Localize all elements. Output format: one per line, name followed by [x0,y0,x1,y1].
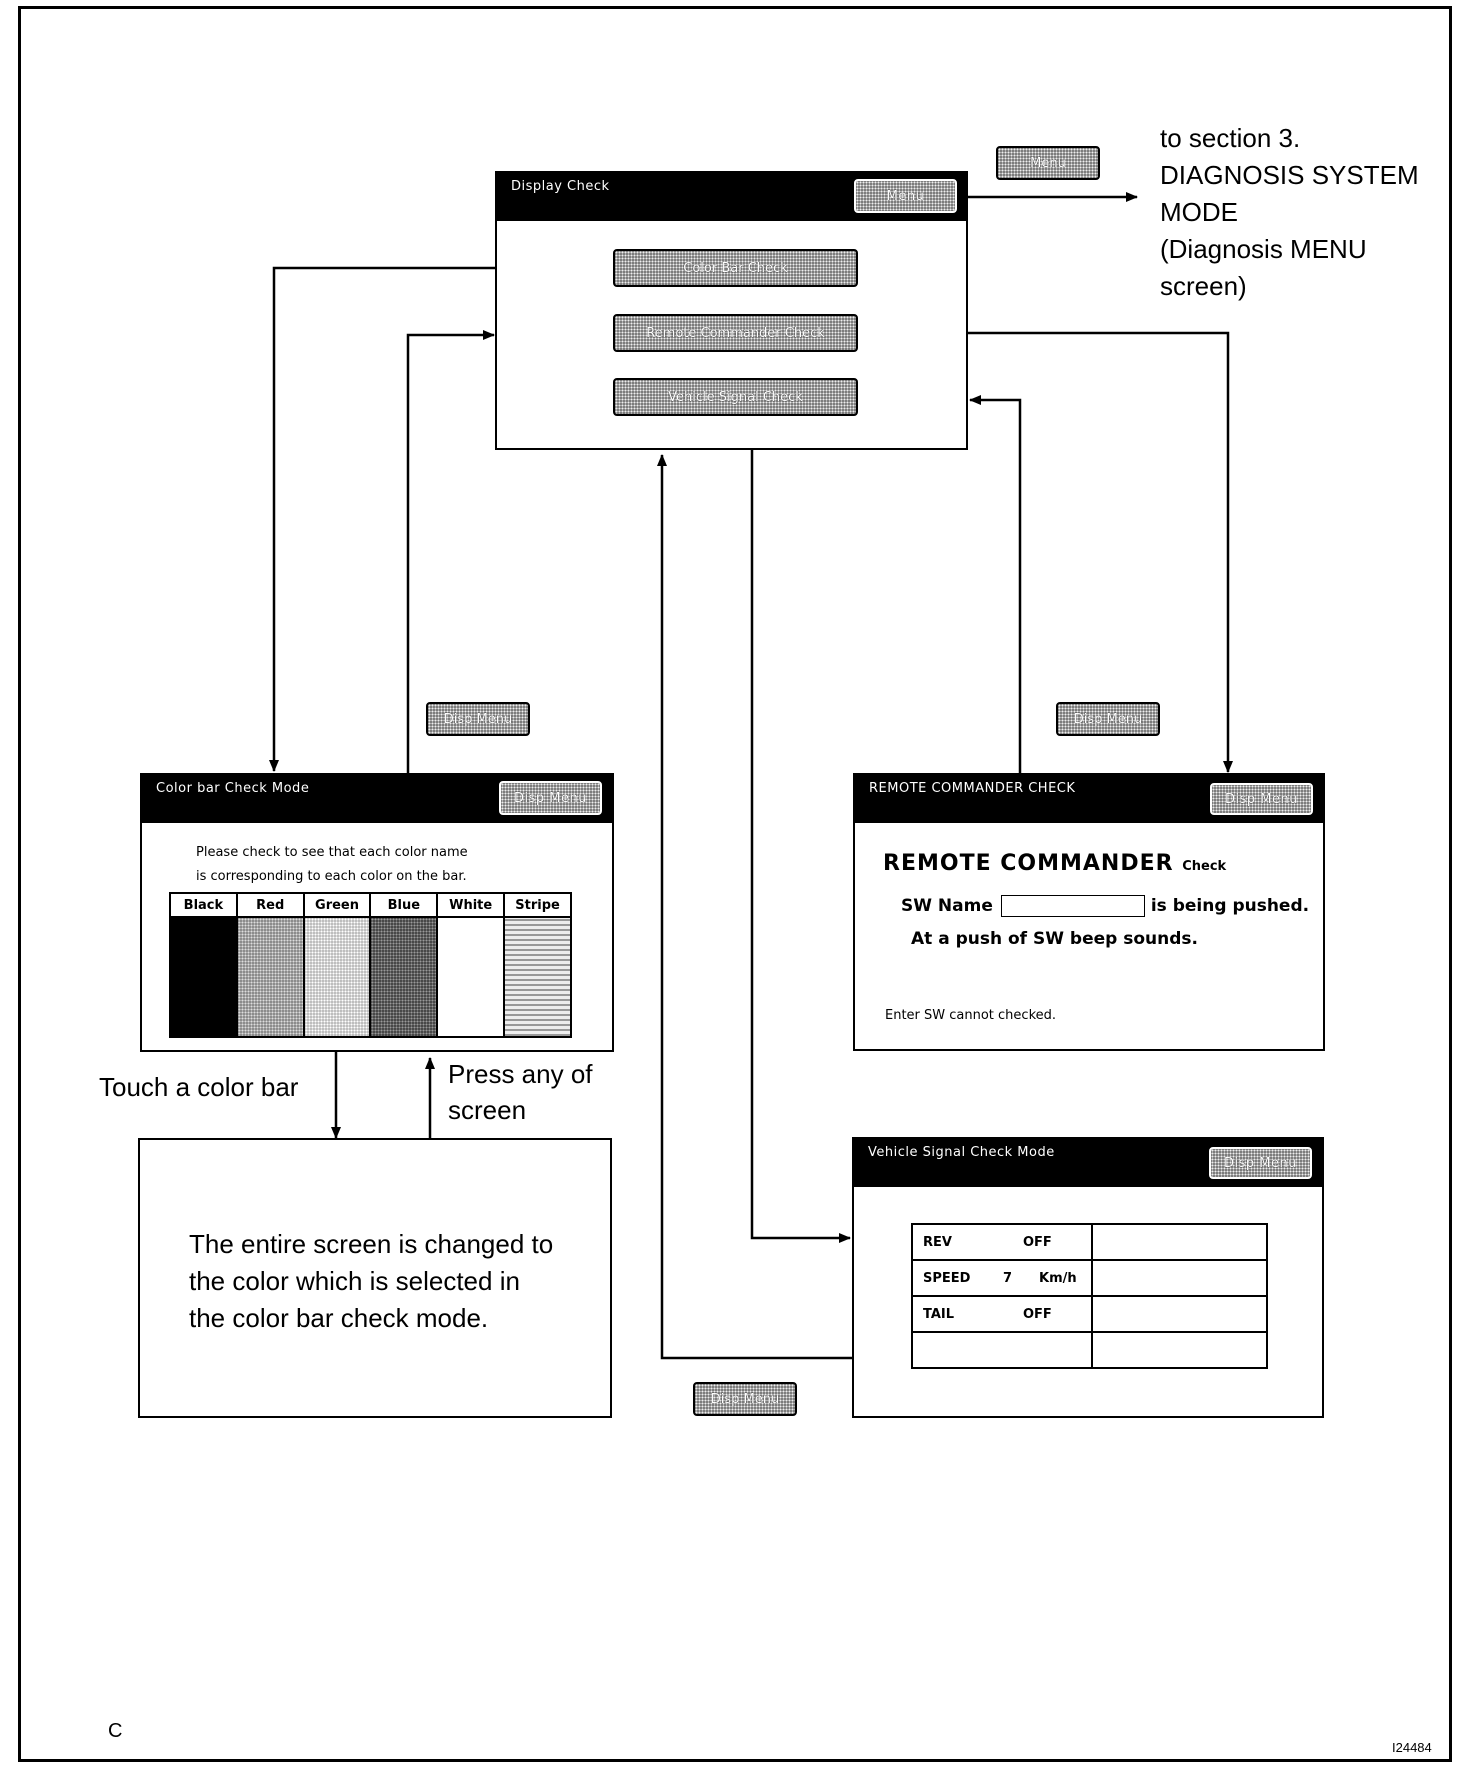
signal-blank-cell [1091,1259,1268,1297]
col-blue-label: Blue [369,892,439,918]
color-swatch-red[interactable] [235,916,305,1038]
remote-titlebar: REMOTE COMMANDER CHECK Disp Menu [855,775,1323,823]
arrow-to-remote [856,331,1233,773]
section-note-line: MODE [1160,197,1238,227]
display-check-title: Display Check [511,179,610,194]
signal-label: SPEED [923,1270,971,1286]
full-color-screen[interactable]: The entire screen is changed to the colo… [138,1138,612,1418]
color-bar-table: Black Red Green Blue White Stripe [169,892,572,1038]
signal-unit: Km/h [1039,1270,1077,1286]
beep-line: At a push of SW beep sounds. [911,929,1198,949]
press-any-label: Press any of screen [448,1056,593,1128]
full-color-description: The entire screen is changed to the colo… [189,1226,553,1337]
menu-button[interactable]: Menu [854,179,957,213]
description-line: the color which is selected in [189,1266,520,1296]
disp-menu-button-remote[interactable]: Disp Menu [1056,702,1160,736]
description-line: the color bar check mode. [189,1303,489,1333]
color-bar-title: Color bar Check Mode [156,781,310,796]
signal-label: REV [923,1234,952,1250]
color-swatch-black[interactable] [169,916,238,1038]
table-row: REV OFF [911,1223,1268,1261]
arrow-to-vehicle [750,416,851,1243]
sw-name-label: SW Name [901,896,993,916]
section-note-line: DIAGNOSIS SYSTEM [1160,160,1419,190]
remote-disp-menu-button[interactable]: Disp Menu [1210,783,1313,815]
figure-id: I24484 [1392,1740,1432,1755]
corner-letter: C [108,1720,123,1742]
arrow-remote-back [969,395,1022,773]
signal-value: OFF [1023,1306,1052,1322]
vehicle-title: Vehicle Signal Check Mode [868,1145,1055,1160]
signal-cell: SPEED 7 Km/h [911,1259,1093,1297]
signal-blank-cell [1091,1331,1268,1369]
section-note-line: screen) [1160,271,1247,301]
vehicle-disp-menu-button[interactable]: Disp Menu [1209,1147,1312,1179]
arrow-colorbar-back [406,330,495,773]
enter-sw-note: Enter SW cannot checked. [885,1008,1057,1023]
external-menu-button[interactable]: Menu [996,146,1100,180]
being-pushed-label: is being pushed. [1150,896,1310,916]
section-note: to section 3. DIAGNOSIS SYSTEM MODE (Dia… [1160,120,1460,305]
section-note-line: to section 3. [1160,123,1301,153]
press-label-line-2: screen [448,1095,527,1125]
instruction-line-2: is corresponding to each color on the ba… [196,869,467,884]
col-white-label: White [436,892,506,918]
color-bar-titlebar: Color bar Check Mode Disp Menu [142,775,612,823]
signal-label: TAIL [923,1306,955,1322]
color-swatch-blue[interactable] [369,916,439,1038]
table-row [911,1331,1268,1369]
signal-value: 7 [1003,1270,1013,1286]
sw-name-line: SW Name is being pushed. [901,895,1309,917]
color-bar-instruction: Please check to see that each color name… [196,841,468,889]
remote-heading-text: REMOTE COMMANDER [883,851,1174,876]
instruction-line-1: Please check to see that each color name [196,845,468,860]
table-row: TAIL OFF [911,1295,1268,1333]
vehicle-titlebar: Vehicle Signal Check Mode Disp Menu [854,1139,1322,1187]
display-check-titlebar: Display Check Menu [497,173,966,221]
figure-frame [18,6,1452,1762]
touch-color-bar-label: Touch a color bar [99,1072,299,1102]
color-swatch-stripe[interactable] [503,916,572,1038]
remote-commander-check-button[interactable]: Remote Commander Check [613,314,858,352]
arrow-vehicle-back [657,454,853,1360]
vehicle-signal-check-button[interactable]: Vehicle Signal Check [613,378,858,416]
col-stripe-label: Stripe [503,892,572,918]
press-label-line-1: Press any of [448,1059,593,1089]
description-line: The entire screen is changed to [189,1229,554,1259]
vehicle-signal-screen: Vehicle Signal Check Mode Disp Menu REV O… [852,1137,1324,1418]
sw-name-field [1000,895,1145,917]
color-bar-check-button[interactable]: Color Bar Check [613,249,858,287]
vehicle-signal-table: REV OFF SPEED 7 Km/h TAIL OFF [911,1223,1268,1369]
col-black-label: Black [169,892,238,918]
signal-blank-cell [1091,1223,1268,1261]
color-bar-disp-menu-button[interactable]: Disp Menu [499,781,602,815]
table-row: SPEED 7 Km/h [911,1259,1268,1297]
color-bar-screen: Color bar Check Mode Disp Menu Please ch… [140,773,614,1052]
section-note-line: (Diagnosis MENU [1160,234,1367,264]
color-swatch-white[interactable] [436,916,506,1038]
display-check-screen: Display Check Menu Color Bar Check Remot… [495,171,968,450]
signal-cell: TAIL OFF [911,1295,1093,1333]
disp-menu-button-vehicle[interactable]: Disp Menu [693,1382,797,1416]
disp-menu-button-colorbar[interactable]: Disp Menu [426,702,530,736]
signal-cell: REV OFF [911,1223,1093,1261]
color-swatch-green[interactable] [302,916,372,1038]
signal-blank-cell [1091,1295,1268,1333]
col-red-label: Red [235,892,305,918]
signal-value: OFF [1023,1234,1052,1250]
remote-title: REMOTE COMMANDER CHECK [869,781,1076,796]
remote-heading: REMOTE COMMANDER Check [883,851,1226,876]
col-green-label: Green [302,892,372,918]
remote-heading-suffix: Check [1182,859,1227,874]
signal-cell [911,1331,1093,1369]
remote-commander-screen: REMOTE COMMANDER CHECK Disp Menu REMOTE … [853,773,1325,1051]
